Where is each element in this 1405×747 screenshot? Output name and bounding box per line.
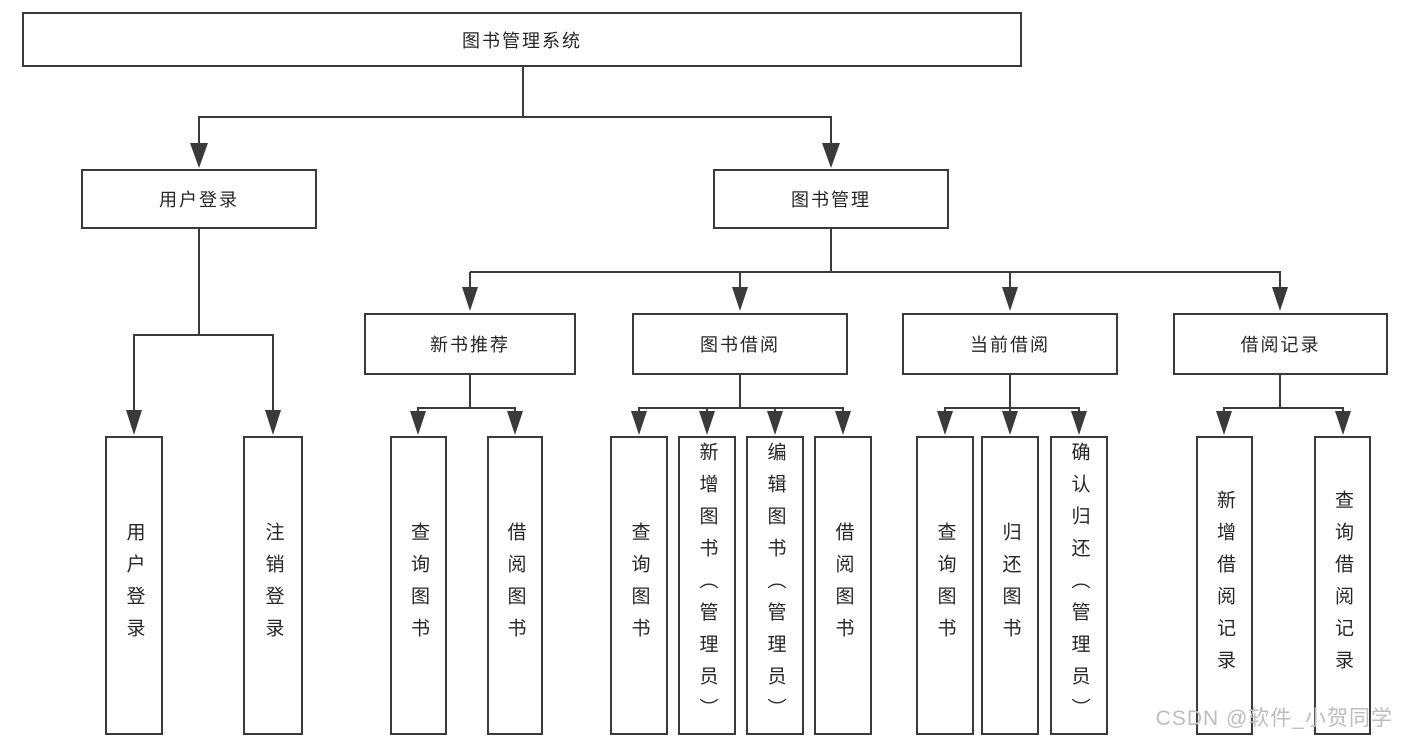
leaf-label: 注销登录 [262,521,284,650]
node-borrowing-records: 借阅记录 [1173,313,1388,375]
leaf-edit-books-admin: 编辑图书（管理员） [746,436,804,735]
node-label: 图书借阅 [700,335,780,355]
csdn-watermark: CSDN @软件_小贺同学 [1155,707,1393,730]
node-label: 借阅记录 [1240,335,1321,355]
node-label: 用户登录 [159,190,239,210]
leaf-label: 借阅图书 [504,521,526,650]
node-new-book-recommendation: 新书推荐 [364,313,576,375]
node-library-management-system: 图书管理系统 [22,12,1022,67]
node-user-login: 用户登录 [81,169,317,229]
node-label: 新书推荐 [430,335,510,355]
node-book-borrowing: 图书借阅 [632,313,848,375]
leaf-label: 借阅图书 [832,521,854,650]
leaf-borrow-books: 借阅图书 [814,436,872,735]
leaf-label: 新增借阅记录 [1214,489,1235,682]
leaf-label: 查询借阅记录 [1332,489,1353,682]
leaf-add-books-admin: 新增图书（管理员） [678,436,736,735]
leaf-borrow-books: 借阅图书 [487,436,543,735]
leaf-label: 归还图书 [999,521,1021,650]
leaf-query-books: 查询图书 [916,436,974,735]
leaf-query-books: 查询图书 [390,436,447,735]
node-label: 当前借阅 [970,335,1050,355]
leaf-logout: 注销登录 [243,436,303,735]
leaf-query-books: 查询图书 [610,436,668,735]
leaf-label: 查询图书 [408,521,429,650]
leaf-label: 新增图书（管理员） [696,441,718,730]
arrowheads [126,143,1351,435]
leaf-return-books: 归还图书 [981,436,1039,735]
leaf-confirm-return-admin: 确认归还（管理员） [1050,436,1108,735]
node-label: 图书管理系统 [462,30,582,51]
node-book-management: 图书管理 [713,169,949,229]
leaf-add-borrow-record: 新增借阅记录 [1196,436,1253,735]
leaf-label: 确认归还（管理员） [1068,441,1090,730]
leaf-label: 用户登录 [123,521,145,650]
node-label: 图书管理 [791,190,871,210]
leaf-query-borrow-record: 查询借阅记录 [1314,436,1371,735]
node-current-borrowing: 当前借阅 [902,313,1118,375]
leaf-label: 查询图书 [934,521,956,650]
leaf-label: 编辑图书（管理员） [764,441,786,730]
leaf-label: 查询图书 [628,521,650,650]
leaf-user-login: 用户登录 [105,436,163,735]
